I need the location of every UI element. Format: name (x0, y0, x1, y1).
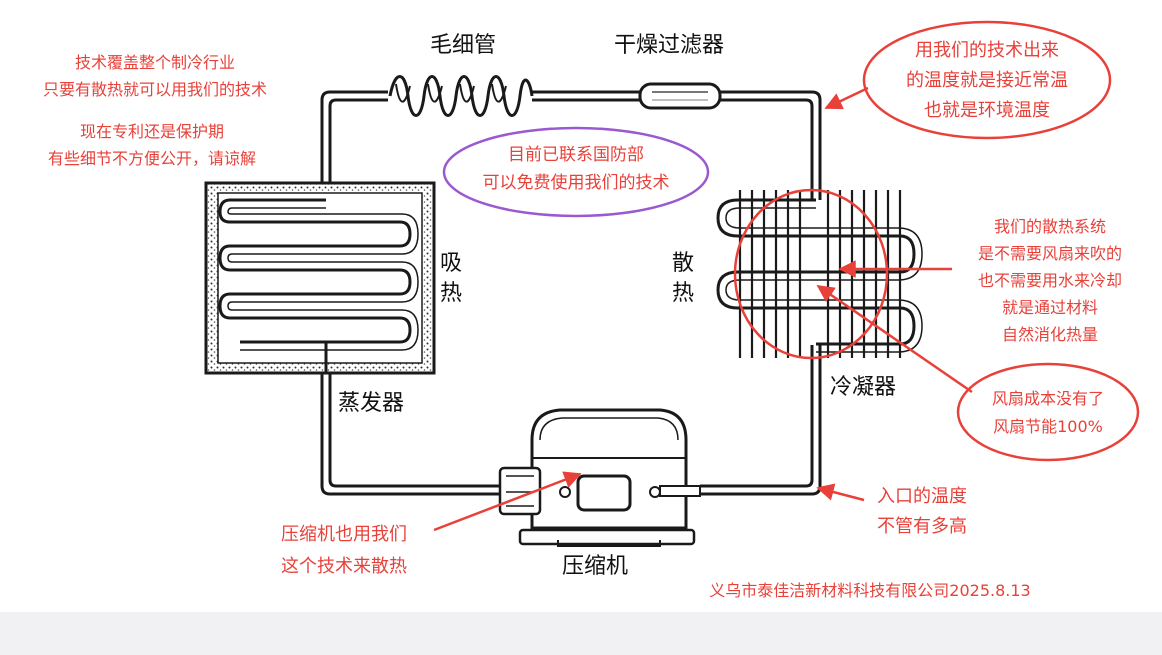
bottom-band (0, 612, 1162, 655)
compressor (498, 408, 701, 547)
inlet-note-line1: 入口的温度 (877, 486, 967, 507)
capillary-coil (388, 75, 534, 117)
compressor-arrow (433, 471, 582, 532)
fan-ellipse (956, 362, 1140, 462)
fan-note-line2: 风扇节能100% (993, 417, 1103, 436)
capillary-label: 毛细管 (430, 33, 496, 58)
condenser-label: 冷凝器 (830, 375, 896, 400)
diagram-canvas: 毛细管 干燥过滤器 吸 热 散 热 蒸发器 冷凝器 压缩机 技术覆盖整个制冷行业… (0, 0, 1162, 612)
company-footer: 义乌市泰佳洁新材料科技有限公司2025.8.13 (709, 581, 1030, 600)
temperature-note-line2: 的温度就是接近常温 (906, 70, 1068, 91)
defense-note-line1: 目前已联系国防部 (508, 145, 644, 165)
temperature-note-line1: 用我们的技术出来 (915, 40, 1059, 61)
temperature-note-line3: 也就是环境温度 (924, 100, 1050, 121)
system-note-line3: 也不需要用水来冷却 (978, 271, 1122, 290)
dissipate-heat-label-2: 热 (672, 281, 694, 306)
system-note-line4: 就是通过材料 (1002, 298, 1098, 317)
filter-drier-label: 干燥过滤器 (614, 33, 724, 58)
patent-note-line2: 有些细节不方便公开，请谅解 (48, 149, 256, 168)
evaporator-label: 蒸发器 (338, 391, 404, 416)
absorb-heat-label-1: 吸 (440, 251, 462, 276)
absorb-heat-label-2: 热 (440, 281, 462, 306)
system-note-line5: 自然消化热量 (1002, 325, 1098, 344)
inlet-note-line2: 不管有多高 (877, 516, 967, 537)
fan-note-line1: 风扇成本没有了 (992, 389, 1104, 408)
dissipate-heat-label-1: 散 (672, 251, 694, 276)
defense-note-line2: 可以免费使用我们的技术 (483, 172, 670, 193)
system-note-line2: 是不需要风扇来吹的 (978, 244, 1122, 263)
condenser-highlight-ellipse (733, 188, 889, 360)
coverage-note-line1: 技术覆盖整个制冷行业 (75, 53, 235, 72)
inlet-arrow (816, 483, 865, 502)
filter-drier (638, 82, 722, 110)
fan-arrow (816, 284, 973, 394)
compressor-note-line2: 这个技术来散热 (281, 556, 407, 577)
temperature-ellipse (862, 20, 1112, 140)
defense-ellipse (442, 126, 710, 218)
coverage-note-line2: 只要有散热就可以用我们的技术 (43, 80, 267, 99)
condenser (716, 190, 923, 358)
temperature-arrow (824, 86, 869, 110)
patent-note-line1: 现在专利还是保护期 (80, 122, 224, 141)
system-note-line1: 我们的散热系统 (994, 217, 1106, 236)
evaporator (204, 181, 436, 375)
compressor-label: 压缩机 (562, 554, 628, 579)
compressor-note-line1: 压缩机也用我们 (281, 524, 407, 545)
refrigeration-diagram: 毛细管 干燥过滤器 吸 热 散 热 蒸发器 冷凝器 压缩机 技术覆盖整个制冷行业… (43, 20, 1140, 600)
